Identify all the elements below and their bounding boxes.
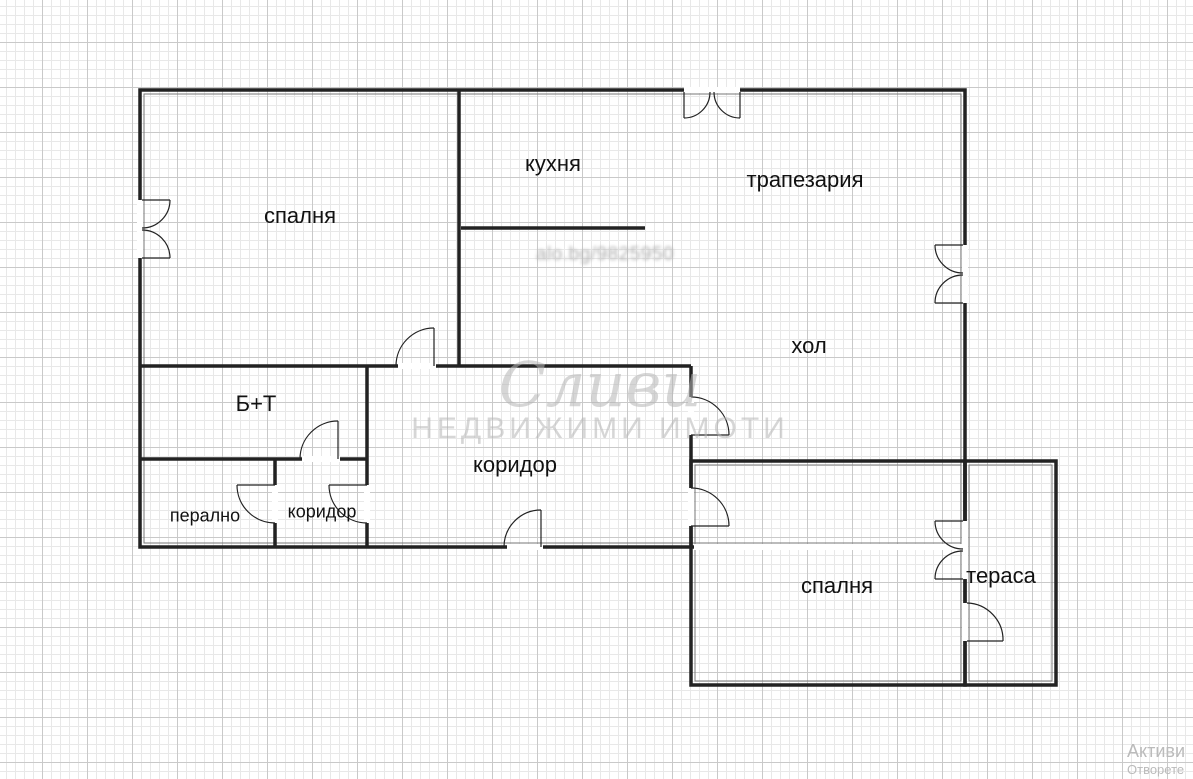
door-terrace	[962, 602, 1004, 642]
room-label-kitchen: кухня	[525, 151, 581, 176]
room-label-corridor-small: коридор	[287, 501, 357, 522]
door-dining-top	[683, 87, 741, 119]
door-bedroom-left	[395, 327, 436, 369]
watermark-url: alo.bg/9825950	[535, 244, 675, 265]
door-bedroom-right	[688, 487, 730, 527]
wall-outline-main-inner	[143, 93, 962, 544]
door-laundry	[236, 484, 278, 524]
os-activation-line2: Отворете	[1127, 762, 1185, 777]
door-terrace-double	[934, 520, 968, 580]
wall-outline-main	[138, 88, 967, 549]
room-label-corridor-main: коридор	[473, 452, 557, 477]
room-label-bedroom-left: спалня	[263, 203, 337, 228]
doors	[137, 87, 1004, 642]
door-bedroom-left-outer	[137, 199, 171, 259]
room-label-terrace: тераса	[966, 563, 1036, 588]
room-label-bedroom-right: спалня	[800, 573, 874, 598]
room-label-dining: трапезария	[746, 167, 864, 192]
door-bathroom	[299, 420, 340, 462]
room-label-hall: хол	[791, 333, 827, 358]
door-hall	[688, 396, 730, 436]
wall-outline-bedroom-right-inner	[694, 464, 962, 682]
room-label-bathroom: Б+Т	[235, 391, 277, 416]
door-corridor-small	[328, 484, 370, 524]
door-entrance	[503, 509, 543, 550]
os-activation-line1: Активи	[1127, 741, 1185, 761]
os-activation-notice: Активи Отворете	[1127, 741, 1193, 777]
outer-walls	[138, 88, 1058, 687]
door-hall-right	[934, 244, 968, 304]
room-label-laundry: перално	[169, 505, 241, 526]
wall-outline-terrace-inner	[968, 464, 1053, 682]
